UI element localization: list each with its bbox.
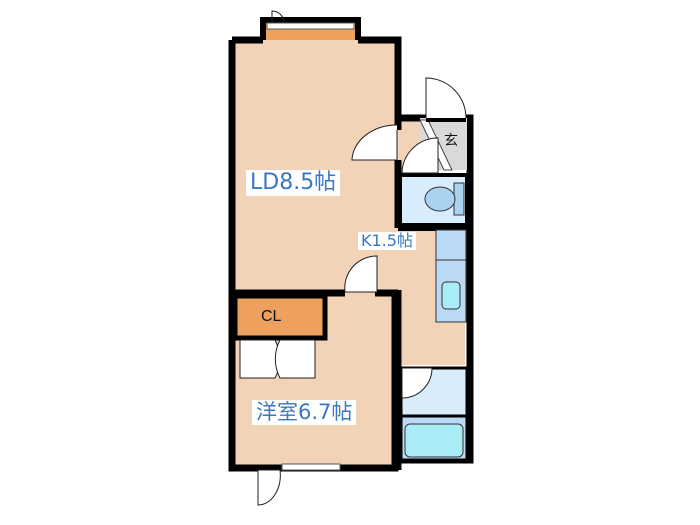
room-label-genkan: 玄 — [444, 133, 458, 149]
door-swing-closet-left — [239, 339, 281, 379]
door-swing-toilet — [401, 137, 439, 174]
toilet-icon — [424, 186, 456, 212]
bathtub-icon — [404, 423, 464, 458]
door-swing-western — [344, 255, 378, 293]
door-swing-balcony — [271, 10, 285, 24]
room-label-western: 洋室6.7帖 — [252, 400, 357, 425]
door-swing-bottom — [257, 469, 281, 506]
room-ld — [230, 40, 400, 295]
room-label-closet: CL — [261, 308, 282, 325]
room-label-ld: LD8.5帖 — [246, 170, 341, 196]
door-swing-closet-right — [274, 339, 316, 379]
closet — [232, 293, 328, 341]
door-swing-ld — [351, 124, 398, 161]
door-swing-bath — [401, 367, 433, 399]
room-label-kitchen: K1.5帖 — [358, 232, 416, 250]
door-swing-entrance — [425, 77, 467, 119]
sink-icon — [441, 281, 461, 310]
